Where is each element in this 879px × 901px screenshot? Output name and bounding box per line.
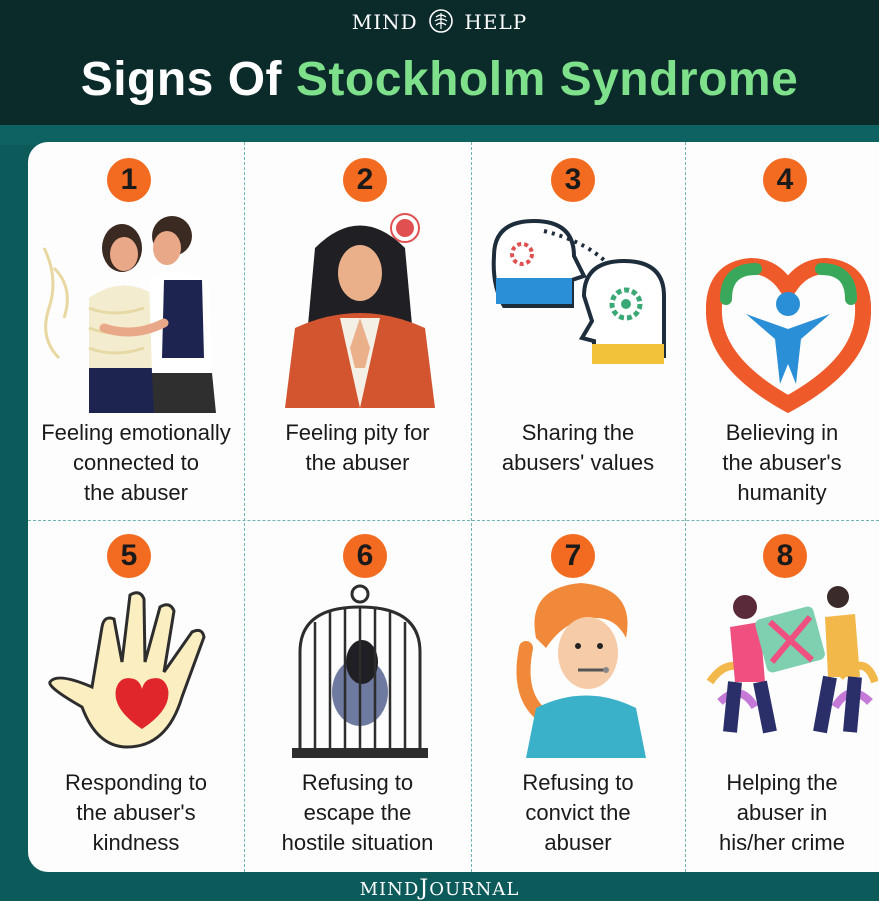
sign-label: Responding to the abuser's kindness (28, 768, 244, 858)
brand-logo: MIND HELP (0, 8, 879, 39)
sign-label-line: abuser (544, 830, 612, 855)
sign-label-line: Refusing to (301, 770, 414, 795)
column-divider (244, 142, 245, 872)
sign-label-line: hostile situation (281, 830, 434, 855)
sign-label: Sharing the abusers' values (471, 418, 685, 478)
signs-card: 1 Feeling emotionally connected to the a… (28, 142, 879, 872)
sign-label: Refusing to convict the abuser (471, 768, 685, 858)
footer-brand-mark: J (419, 876, 430, 901)
column-divider (685, 142, 686, 872)
sign-label-line: connected to (73, 450, 199, 475)
sign-label-line: Believing in (725, 420, 839, 445)
footer-brand-left: MIND (359, 879, 420, 900)
sign-label-line: the abuser's (722, 450, 842, 475)
sign-label: Feeling emotionally connected to the abu… (28, 418, 244, 508)
footer-brand-right: OURNAL (429, 879, 520, 900)
zipped-mouth-illustration (506, 578, 656, 762)
sign-label-line: kindness (92, 830, 180, 855)
sign-number-badge: 8 (763, 534, 807, 578)
brand-right-text: HELP (464, 10, 528, 34)
sign-label-line: humanity (737, 480, 827, 505)
sign-label-line: Responding to (65, 770, 207, 795)
sign-label-line: Refusing to (522, 770, 634, 795)
sign-number-badge: 3 (551, 158, 595, 202)
heart-hands-person-illustration (705, 254, 872, 418)
title-green-part: Stockholm Syndrome (295, 53, 799, 106)
footer-brand: MINDJOURNAL (0, 876, 879, 901)
sign-label-line: convict the (525, 800, 631, 825)
sign-label-line: Feeling emotionally (41, 420, 231, 445)
sign-label-line: abusers' values (501, 450, 655, 475)
column-divider (471, 142, 472, 872)
sign-number-badge: 1 (107, 158, 151, 202)
sign-label-line: escape the (303, 800, 412, 825)
brain-icon (428, 8, 454, 39)
sign-label-line: the abuser (84, 480, 188, 505)
page-title: Signs Of Stockholm Syndrome (0, 52, 879, 107)
sad-woman-illustration (265, 208, 455, 412)
sign-number-badge: 5 (107, 534, 151, 578)
header: MIND HELP Signs Of Stockholm Syndrome (0, 0, 879, 125)
sign-number-badge: 7 (551, 534, 595, 578)
embracing-couple-illustration (34, 208, 234, 422)
sign-label-line: his/her crime (719, 830, 845, 855)
sign-label: Refusing to escape the hostile situation (244, 768, 471, 858)
sign-label: Believing in the abuser's humanity (685, 418, 879, 508)
row-divider (28, 520, 879, 521)
sign-label-line: abuser in (736, 800, 828, 825)
brand-left-text: MIND (351, 10, 418, 34)
carrying-box-together-illustration (700, 582, 879, 761)
sign-label: Helping the abuser in his/her crime (685, 768, 879, 858)
title-white-part: Signs Of (80, 53, 283, 106)
sign-label-line: Feeling pity for (285, 420, 430, 445)
sign-label-line: the abuser's (76, 800, 196, 825)
hand-heart-illustration (42, 587, 232, 761)
sign-label: Feeling pity for the abuser (244, 418, 471, 478)
sign-number-badge: 4 (763, 158, 807, 202)
person-in-cage-illustration (290, 582, 430, 766)
sign-label-line: Helping the (726, 770, 838, 795)
sign-number-badge: 6 (343, 534, 387, 578)
shared-thoughts-heads-illustration (484, 216, 674, 415)
sign-number-badge: 2 (343, 158, 387, 202)
sign-label-line: Sharing the (521, 420, 635, 445)
header-band (0, 125, 879, 145)
sign-label-line: the abuser (305, 450, 410, 475)
